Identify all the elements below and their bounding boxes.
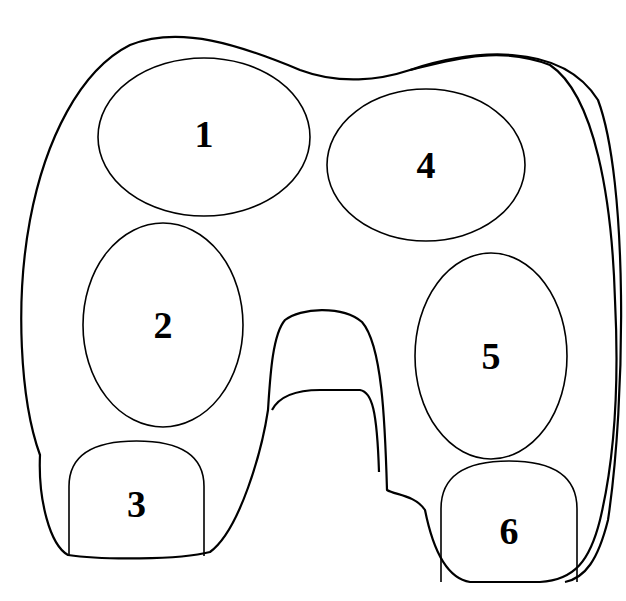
femur-contour [21,37,616,582]
region-number: 1 [195,115,214,153]
region-border [69,441,204,556]
region-border [415,253,567,459]
region-border [98,58,310,216]
region-number: 4 [417,146,436,184]
region-shape: 1 [97,57,311,217]
region-number: 3 [127,485,146,523]
intercondylar-line [272,390,379,472]
region-shape: 3 [68,440,205,556]
region-number: 2 [154,306,173,344]
region-shape: 5 [414,252,568,460]
region-border [83,223,243,427]
region-shape: 4 [326,88,526,242]
region-border [327,89,525,241]
region-shape: 2 [82,222,244,428]
region-number: 6 [500,512,519,550]
region-shape: 6 [440,460,578,582]
region-number: 5 [482,337,501,375]
region-border [441,461,577,582]
